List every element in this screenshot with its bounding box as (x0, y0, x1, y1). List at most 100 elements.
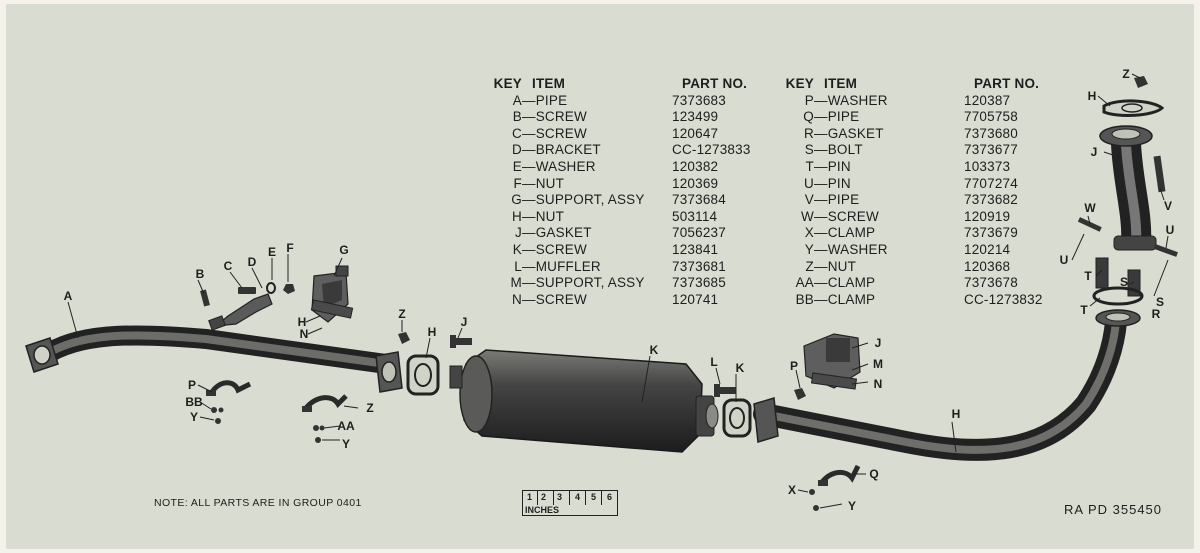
row-part-no: 7373684 (672, 192, 726, 208)
scale-number: 2 (541, 492, 547, 502)
screw-c (238, 287, 256, 294)
row-part-no: 123499 (672, 109, 719, 125)
callout-label: G (339, 243, 349, 257)
row-item: —SCREW (522, 125, 587, 141)
scale-number: 1 (527, 492, 533, 502)
callout-label: U (1165, 223, 1175, 237)
callout-label: Z (1122, 67, 1130, 81)
callout-label: Y (847, 499, 857, 513)
row-part-no: 120382 (672, 158, 719, 174)
row-item: —SCREW (522, 109, 587, 125)
callout-label: U (1059, 253, 1069, 267)
small-washers-left (211, 407, 325, 443)
row-key: C (512, 125, 522, 141)
callout-label: H (951, 407, 961, 421)
row-item: —MUFFLER (522, 258, 601, 274)
row-part-no: CC-1273833 (672, 142, 751, 158)
row-part-no: 7373685 (672, 275, 726, 291)
row-item: —NUT (814, 258, 857, 274)
table-header: KEY ITEM PART NO. (484, 76, 802, 93)
row-item: —PIN (814, 158, 851, 174)
row-part-no: 120368 (964, 258, 1011, 274)
row-item: —WASHER (814, 241, 888, 257)
row-item: —CLAMP (814, 291, 876, 307)
row-item: —PIN (814, 175, 851, 191)
callout-label: T (1084, 269, 1092, 283)
clamp-aa (302, 394, 348, 412)
screw-k-left (450, 335, 472, 348)
row-part-no: 7373678 (964, 275, 1018, 291)
nut-h-right (794, 388, 806, 400)
row-part-no: 7373677 (964, 142, 1018, 158)
row-item: —PIPE (814, 109, 860, 125)
row-item: —WASHER (522, 158, 596, 174)
row-item: —BOLT (814, 142, 863, 158)
table-row: Z—NUT 120368 (776, 259, 1094, 276)
row-part-no: 7373682 (964, 192, 1018, 208)
row-part-no: 120387 (964, 92, 1011, 108)
row-key: Z (805, 258, 814, 274)
row-key: X (804, 225, 814, 241)
nut-h-left (398, 332, 410, 344)
gasket-j-left (406, 354, 440, 396)
row-key: BB (795, 291, 814, 307)
callout-label: T (1080, 303, 1088, 317)
header-item: ITEM (824, 76, 858, 91)
row-key: V (804, 192, 814, 208)
pipe-a-rear-flange (375, 351, 403, 393)
row-item: —PIPE (814, 192, 860, 208)
row-item: —CLAMP (814, 225, 876, 241)
gasket-r (1092, 286, 1144, 306)
row-item: —SCREW (522, 291, 587, 307)
callout-label: V (1163, 199, 1173, 213)
row-key: H (512, 208, 522, 224)
support-assy-m (803, 333, 861, 390)
row-part-no: 7373679 (964, 225, 1018, 241)
callout-label: M (873, 357, 883, 371)
row-key: P (804, 92, 814, 108)
row-part-no: 503114 (672, 208, 718, 224)
callout-label: C (223, 259, 233, 273)
figure-reference: RA PD 355450 (1064, 502, 1163, 517)
table-header: KEY ITEM PART NO. (776, 76, 1094, 93)
callout-label: P (789, 359, 799, 373)
row-key: L (514, 258, 522, 274)
row-key: D (512, 142, 522, 158)
pin-u-right (1153, 244, 1178, 257)
screw-w (1153, 155, 1166, 193)
callout-label: Q (869, 467, 879, 481)
scale-number: 6 (607, 492, 613, 502)
pipe-q (753, 309, 1141, 461)
callout-label: BB (185, 395, 203, 409)
callout-label: AA (337, 419, 355, 433)
pipe-q-top-flange (1095, 309, 1141, 327)
row-part-no: 120214 (964, 241, 1011, 257)
callout-label: Z (398, 307, 406, 321)
callout-label: P (187, 378, 197, 392)
row-key: G (511, 192, 522, 208)
row-part-no: 7705758 (964, 109, 1018, 125)
row-item: —CLAMP (814, 275, 876, 291)
row-key: M (510, 275, 522, 291)
table-row: X—CLAMP 7373679 (776, 225, 1094, 242)
row-part-no: 120919 (964, 208, 1011, 224)
row-key: F (513, 175, 522, 191)
callout-label: E (267, 245, 277, 259)
pipe-v (1099, 125, 1157, 251)
scale-unit: INCHES (525, 505, 560, 515)
callout-label: Z (366, 401, 374, 415)
callout-label: S (1155, 295, 1165, 309)
screw-b (200, 289, 210, 307)
gasket-j-top (1102, 99, 1165, 117)
scale-number: 4 (575, 492, 581, 502)
callout-label: H (427, 325, 437, 339)
callout-label: J (1090, 145, 1098, 159)
